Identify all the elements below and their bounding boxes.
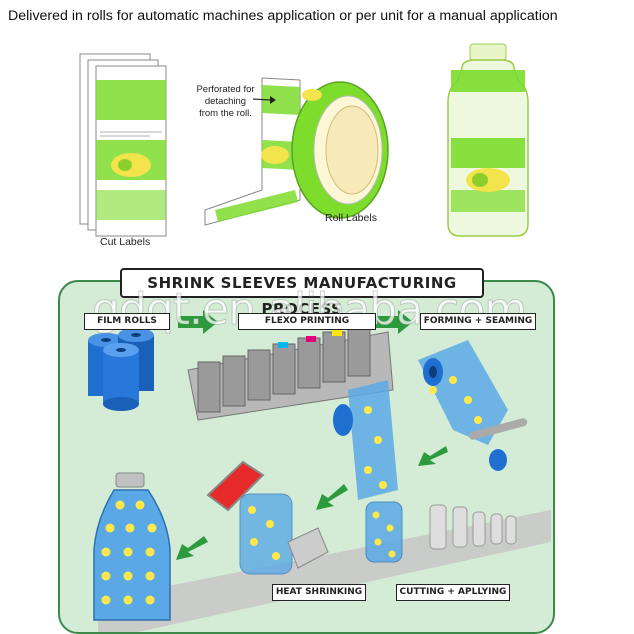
step-flexo-printing: FLEXO PRINTING bbox=[238, 313, 376, 330]
perforated-note: Perforated for detaching from the roll. bbox=[188, 84, 263, 120]
process-title: SHRINK SLEEVES MANUFACTURING PROCESS bbox=[120, 268, 484, 318]
perforated-note-line1: Perforated for bbox=[196, 84, 255, 95]
process-illustration bbox=[88, 310, 551, 632]
step-film-rolls: FILM ROLLS bbox=[84, 313, 170, 330]
flexo-printing-machine bbox=[187, 324, 394, 421]
arrow-1 bbox=[178, 310, 218, 334]
heat-shrink-unit bbox=[206, 460, 329, 575]
finished-bottle bbox=[93, 472, 171, 621]
perforated-note-line3: from the roll. bbox=[199, 108, 252, 119]
perforated-note-line2: detaching bbox=[204, 96, 247, 107]
arrow-4 bbox=[316, 484, 348, 510]
cutting-bottle bbox=[365, 501, 403, 563]
forming-film bbox=[333, 340, 528, 500]
arrow-2 bbox=[376, 310, 413, 334]
roll-labels bbox=[204, 77, 389, 226]
cut-labels-stack bbox=[79, 53, 167, 237]
step-cutting-applying: CUTTING + APLLYING bbox=[396, 584, 510, 601]
page-title: Delivered in rolls for automatic machine… bbox=[8, 8, 558, 24]
cut-labels-caption: Cut Labels bbox=[100, 236, 151, 248]
film-rolls bbox=[88, 328, 154, 411]
roll-labels-caption: Roll Labels bbox=[325, 212, 377, 224]
labelled-bottle bbox=[447, 43, 529, 237]
step-heat-shrinking: HEAT SHRINKING bbox=[272, 584, 366, 601]
arrow-3 bbox=[418, 446, 448, 466]
label-illustrations bbox=[79, 43, 529, 237]
plain-bottles bbox=[429, 504, 517, 550]
step-forming-seaming: FORMING + SEAMING bbox=[420, 313, 536, 330]
arrow-5 bbox=[176, 536, 208, 560]
